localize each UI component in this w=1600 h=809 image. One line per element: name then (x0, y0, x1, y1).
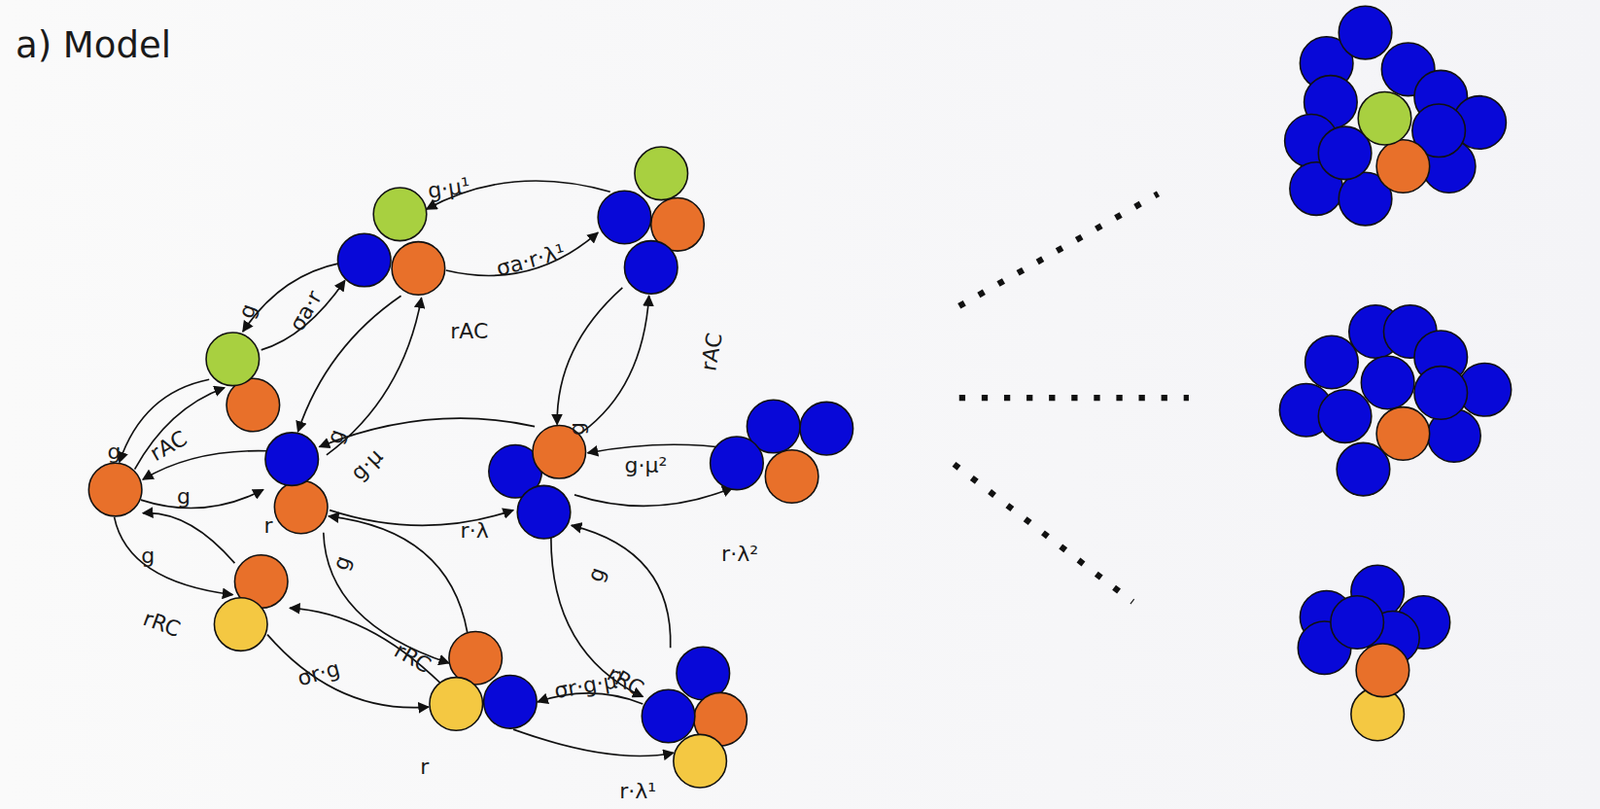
rate-label: rAC (144, 425, 192, 466)
transition-arrows (114, 180, 733, 757)
cell-clusters (88, 146, 853, 788)
rate-label: g (174, 486, 193, 508)
rate-label: r·λ² (719, 543, 761, 565)
rate-label: σr·g·μ¹ (551, 668, 629, 703)
rate-label: g·μ¹ (424, 174, 474, 203)
rate-label: g (323, 424, 350, 449)
rate-label: g (584, 562, 611, 587)
rate-label: rRC (138, 607, 185, 642)
ellipsis-dots (954, 193, 1189, 602)
rate-label: r (417, 756, 431, 778)
rate-label: g (566, 419, 589, 438)
figure-title: a) Model (15, 27, 172, 64)
rate-label: σa·r·λ¹ (491, 240, 569, 280)
rate-label: rAC (697, 329, 727, 375)
large-clusters (1279, 5, 1511, 740)
rate-label: σr·g (293, 657, 345, 691)
rate-label: g (105, 441, 124, 463)
rate-label: g·μ (346, 443, 388, 486)
rate-label: r (262, 515, 276, 537)
rate-label: g (139, 545, 157, 567)
rate-label: g (235, 299, 262, 323)
rate-label: r·λ (458, 520, 491, 542)
rate-label: g·μ² (623, 454, 670, 477)
rate-label: g (328, 551, 355, 575)
rate-label: rAC (448, 320, 490, 343)
rate-label: r·λ¹ (617, 780, 659, 802)
